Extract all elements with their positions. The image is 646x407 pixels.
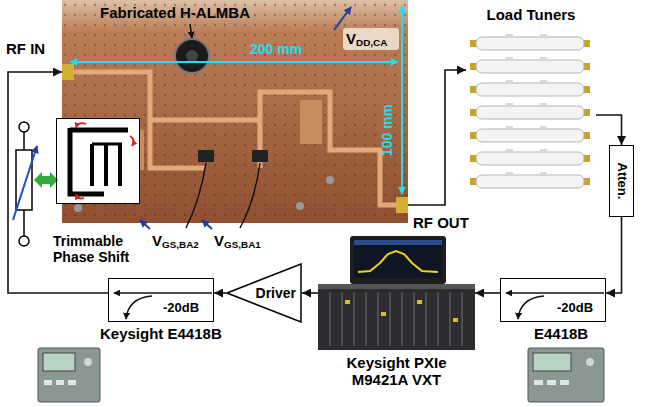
copper-pad: [300, 100, 322, 144]
phase-shift-inset: Trimmable Phase Shift: [56, 118, 140, 204]
bias-voltage-label: VGS,BA2: [152, 232, 199, 251]
bias-voltage-label: VGS,BA1: [214, 232, 261, 251]
signal-wire: [596, 115, 622, 145]
node-label: Keysight E4418B: [100, 325, 222, 342]
dimension-label: 100 mm: [379, 104, 395, 156]
trim-arrow: [76, 123, 134, 198]
node-label: Trimmable Phase Shift: [53, 233, 149, 265]
load-tuner-photo: [470, 34, 590, 188]
supply-voltage-label: VDD,CA: [346, 30, 387, 49]
power-meter-photo: [38, 348, 604, 402]
screw: [74, 204, 82, 212]
vxt-photo: [318, 236, 475, 350]
pcb-board: Fabricated H-ALMBA: [62, 0, 408, 223]
label-patch: [343, 28, 399, 50]
sma-connector: [62, 64, 74, 80]
tunable-arrow: [202, 220, 212, 229]
signal-wire: [606, 217, 622, 293]
interdigital-stub: [70, 128, 128, 194]
node-label: Keysight PXIe M9421A VXT: [318, 354, 475, 389]
node-label: Load Tuners: [466, 6, 596, 23]
tunable-arrow: [334, 7, 351, 30]
vxt-instrument: Keysight PXIe M9421A VXT: [318, 236, 475, 404]
node-label: Atten.: [614, 163, 629, 200]
directional-coupler: -20dB: [500, 278, 606, 322]
dimension-arrow: [70, 61, 398, 63]
driver-amplifier: Driver: [226, 263, 302, 323]
capacitor-top: [186, 50, 198, 62]
node-label: Driver: [256, 285, 296, 301]
dimension-arrow: [401, 6, 403, 194]
power-meter: Keysight E4418B: [38, 322, 228, 404]
screw: [326, 176, 334, 184]
load-tuner-stack: Load Tuners: [466, 6, 596, 200]
amplifier-outline: [227, 264, 301, 322]
signal-wire: [302, 292, 318, 294]
node-label: -20dB: [163, 301, 199, 316]
leader-line: [190, 24, 192, 38]
dimension-label: 200 mm: [250, 41, 302, 57]
signal-wire: [214, 292, 226, 294]
transistor: [198, 150, 214, 162]
signal-wire: [408, 70, 466, 205]
node-label: -20dB: [557, 301, 593, 316]
attenuator-box: Atten.: [609, 145, 634, 217]
double-arrow: [34, 172, 58, 188]
node-label: E4418B: [534, 325, 588, 342]
directional-coupler: -20dB: [108, 278, 214, 322]
port-label: RF OUT: [413, 214, 469, 231]
signal-wire: [475, 292, 500, 294]
node-label: Fabricated H-ALMBA: [100, 4, 250, 21]
tunable-arrow: [140, 220, 150, 229]
inset-ground: [56, 118, 140, 204]
port-label: RF IN: [6, 40, 45, 57]
capacitor: [175, 39, 209, 73]
power-meter: E4418B: [522, 322, 612, 404]
transistor: [252, 150, 268, 162]
variable-resistor-symbol: [13, 122, 37, 246]
sma-connector: [396, 197, 408, 213]
leader-line: [186, 163, 206, 228]
screw: [296, 202, 304, 210]
leader-line: [240, 163, 260, 228]
